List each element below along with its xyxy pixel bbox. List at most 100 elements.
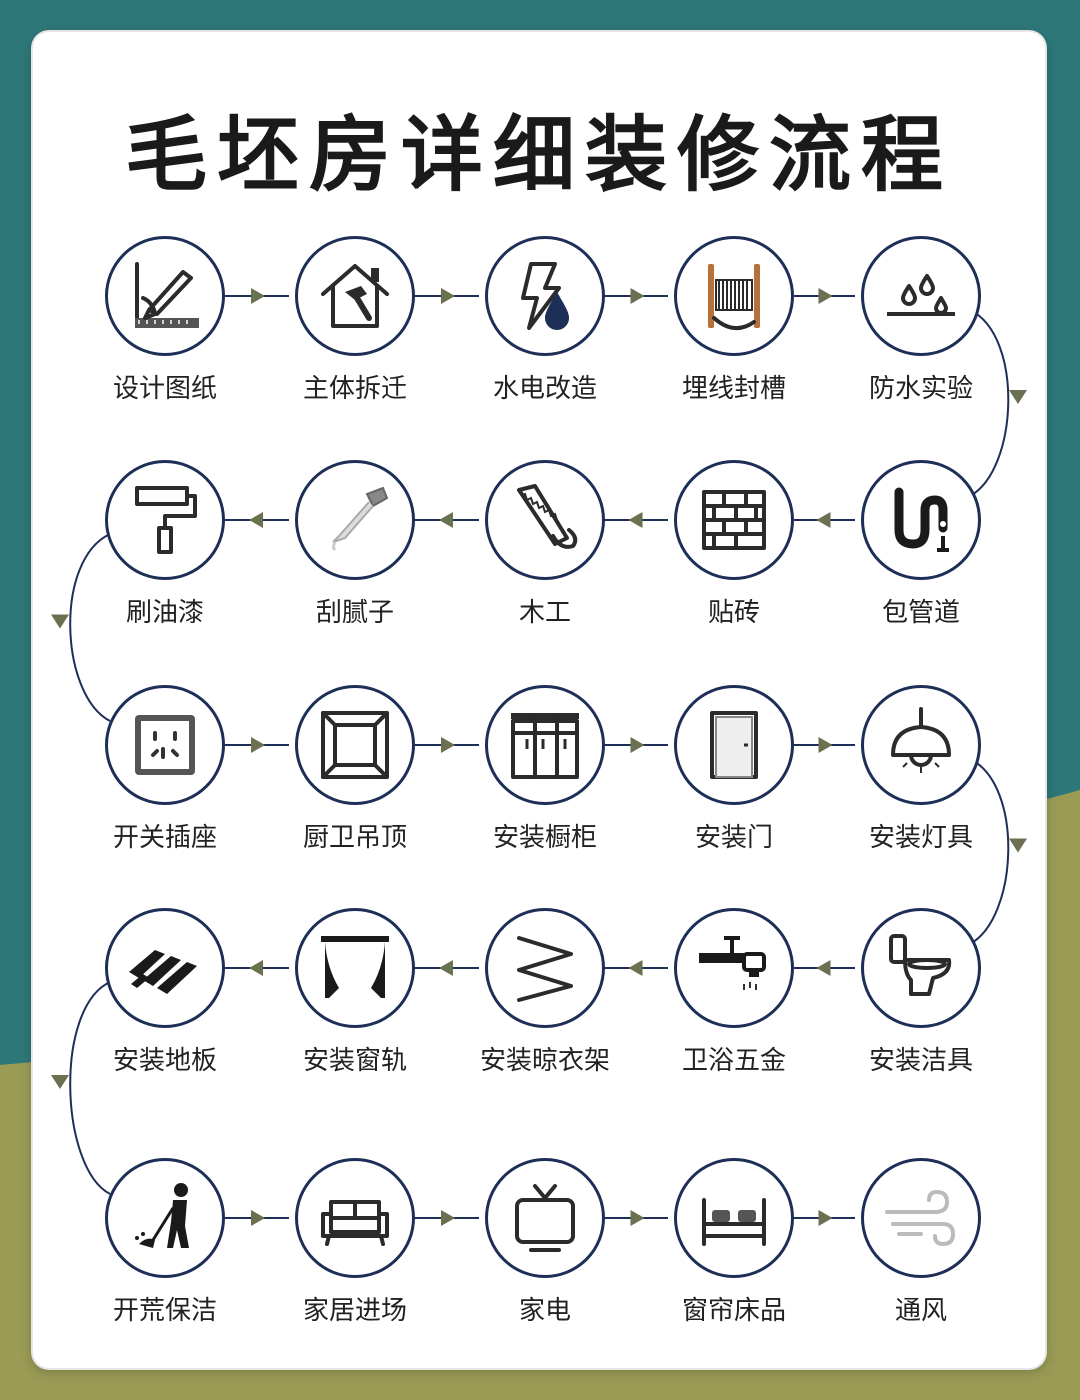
step-circle (295, 460, 415, 580)
step: 安装晾衣架 (475, 908, 615, 1088)
step-circle (674, 460, 794, 580)
step-circle (485, 236, 605, 356)
step-circle (861, 460, 981, 580)
step: 刮腻子 (285, 460, 425, 640)
saw-icon (517, 484, 578, 549)
step: 贴砖 (664, 460, 804, 640)
step-label: 设计图纸 (112, 374, 217, 404)
step-circle (861, 1158, 981, 1278)
step-label: 厨卫吊顶 (302, 823, 407, 853)
step: 设计图纸 (95, 236, 235, 416)
step: 安装洁具 (851, 908, 991, 1088)
pipe-icon (894, 487, 949, 552)
floor-planks-icon (129, 950, 197, 994)
step-circle (485, 1158, 605, 1278)
step-label: 卫浴五金 (681, 1046, 786, 1076)
step: 安装门 (664, 685, 804, 865)
step-label: 安装门 (694, 823, 773, 853)
step-circle (105, 685, 225, 805)
step: 安装窗轨 (285, 908, 425, 1088)
arrow-icon (249, 960, 263, 976)
arrow-icon (630, 288, 645, 304)
curtain-icon (321, 936, 389, 998)
step-circle (674, 1158, 794, 1278)
turn-connector (69, 981, 111, 1195)
step-label: 通风 (894, 1296, 947, 1326)
arrow-icon (439, 960, 453, 976)
pendant-lamp-icon (891, 707, 951, 773)
ceiling-panel-icon (321, 711, 389, 779)
arrow-icon (51, 1075, 69, 1089)
step-label: 安装灯具 (868, 823, 973, 853)
step: 安装橱柜 (475, 685, 615, 865)
arrow-icon (251, 737, 265, 753)
arrow-icon (1009, 838, 1027, 853)
step-label: 防水实验 (868, 374, 973, 404)
step-label: 贴砖 (707, 598, 760, 628)
turn-connector (969, 309, 1010, 497)
step-circle (105, 1158, 225, 1278)
arrow-icon (441, 1210, 455, 1226)
step-label: 主体拆迁 (302, 374, 407, 404)
water-drops-icon (887, 274, 955, 316)
arrow-icon (628, 512, 643, 528)
toilet-icon (889, 934, 952, 996)
step-circle (674, 685, 794, 805)
step-label: 刮腻子 (315, 598, 394, 628)
step-circle (295, 236, 415, 356)
arrow-icon (251, 1210, 265, 1226)
zigzag-rack-icon (517, 936, 573, 1002)
cable-reel-icon (708, 264, 760, 330)
step-label: 水电改造 (492, 374, 597, 404)
step-circle (295, 908, 415, 1028)
sofa-icon (321, 1200, 389, 1246)
step: 刷油漆 (95, 460, 235, 640)
step: 家电 (475, 1158, 615, 1338)
door-icon (710, 711, 758, 779)
arrow-icon (818, 737, 833, 753)
step-label: 安装地板 (112, 1046, 217, 1076)
step-label: 开关插座 (112, 823, 217, 853)
step-label: 安装洁具 (868, 1046, 973, 1076)
step-circle (861, 685, 981, 805)
arrow-icon (441, 288, 455, 304)
step: 厨卫吊顶 (285, 685, 425, 865)
step: 木工 (475, 460, 615, 640)
arrow-icon (441, 737, 455, 753)
step: 通风 (851, 1158, 991, 1338)
step-circle (485, 685, 605, 805)
house-hammer-icon (321, 264, 389, 328)
arrow-icon (51, 614, 69, 629)
socket-icon (135, 715, 195, 775)
bed-icon (702, 1198, 766, 1246)
arrow-icon (630, 737, 645, 753)
step-circle (674, 236, 794, 356)
faucet-icon (699, 936, 766, 990)
step-circle (861, 236, 981, 356)
step: 包管道 (851, 460, 991, 640)
paint-roller-icon (135, 486, 197, 554)
step: 水电改造 (475, 236, 615, 416)
ruler-pencil-icon (135, 262, 199, 328)
step-label: 包管道 (881, 598, 960, 628)
arrow-icon (818, 288, 833, 304)
step-circle (295, 685, 415, 805)
arrow-icon (1009, 390, 1027, 404)
arrow-icon (630, 1210, 645, 1226)
step-circle (105, 908, 225, 1028)
wind-icon (885, 1189, 956, 1247)
step-label: 窗帘床品 (681, 1296, 786, 1326)
step: 主体拆迁 (285, 236, 425, 416)
step-circle (674, 908, 794, 1028)
step-circle (861, 908, 981, 1028)
step-circle (485, 460, 605, 580)
putty-knife-icon (332, 486, 389, 552)
step: 家居进场 (285, 1158, 425, 1338)
brick-wall-icon (702, 490, 766, 550)
step-label: 安装晾衣架 (479, 1046, 610, 1076)
step-circle (105, 460, 225, 580)
step-label: 安装窗轨 (302, 1046, 407, 1076)
arrow-icon (251, 288, 265, 304)
step: 开荒保洁 (95, 1158, 235, 1338)
